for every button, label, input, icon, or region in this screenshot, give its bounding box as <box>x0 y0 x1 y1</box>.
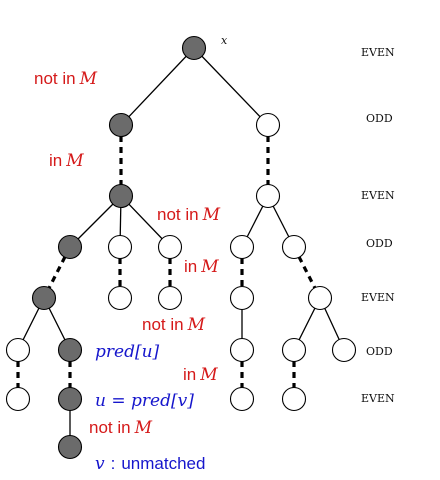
tree-node-light <box>229 234 255 260</box>
edge <box>193 47 269 126</box>
edge-label-in-m: in M <box>183 365 218 385</box>
edge <box>120 47 195 126</box>
tree-node-light <box>281 234 307 260</box>
tree-node-dark <box>31 285 57 311</box>
pred-u-label: pred[u] <box>95 342 160 362</box>
root-label: x <box>221 34 228 47</box>
level-label: EVEN <box>361 392 395 405</box>
tree-node-light <box>255 183 281 209</box>
tree-node-light <box>107 285 133 311</box>
tree-node-dark <box>108 183 134 209</box>
edge-labels: not in M in M not in M in M not in M in … <box>34 69 221 438</box>
edge-label-in-m: in M <box>49 151 84 171</box>
v-node <box>57 434 83 460</box>
root-node <box>181 35 207 61</box>
edge-label-in-m: in M <box>184 257 219 277</box>
path-annotations: pred[u] u = pred[v] v:unmatched <box>95 342 205 474</box>
tree-node-light <box>307 285 333 311</box>
edge-label-not-in-m: not in M <box>34 69 98 89</box>
v-unmatched-label: v:unmatched <box>95 454 205 474</box>
tree-node-light <box>255 112 281 138</box>
edge-label-not-in-m: not in M <box>157 205 221 225</box>
level-label: ODD <box>366 237 393 250</box>
tree-node-light <box>229 337 255 363</box>
tree-node-dark <box>57 234 83 260</box>
tree-node-light <box>157 285 183 311</box>
tree-node-light <box>229 285 255 311</box>
level-label: EVEN <box>361 189 395 202</box>
tree-nodes <box>5 35 357 460</box>
tree-node-dark <box>108 112 134 138</box>
edge-label-not-in-m: not in M <box>89 418 153 438</box>
u-node <box>57 386 83 412</box>
edge-label-not-in-m: not in M <box>142 315 206 335</box>
level-label: ODD <box>366 345 393 358</box>
level-labels: EVEN ODD EVEN ODD EVEN ODD EVEN <box>361 46 395 405</box>
tree-node-light <box>331 337 357 363</box>
pred-u-node <box>57 337 83 363</box>
level-label: EVEN <box>361 46 395 59</box>
tree-node-light <box>229 386 255 412</box>
level-label: ODD <box>366 112 393 125</box>
tree-node-light <box>107 234 133 260</box>
level-label: EVEN <box>361 291 395 304</box>
tree-node-light <box>281 337 307 363</box>
tree-node-light <box>157 234 183 260</box>
u-eq-pred-v-label: u = pred[v] <box>95 391 194 411</box>
tree-node-light <box>5 386 31 412</box>
tree-node-light <box>5 337 31 363</box>
tree-node-light <box>281 386 307 412</box>
